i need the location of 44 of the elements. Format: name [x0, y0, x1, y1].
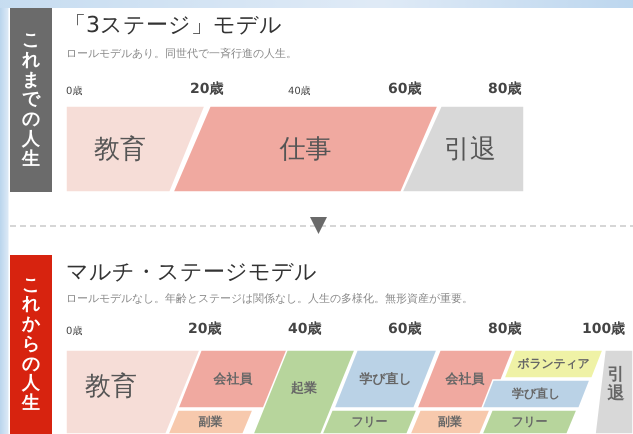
stage-name: 会社員 — [214, 371, 252, 388]
stage-name: 学び直し — [360, 371, 412, 388]
age-tick: 100歳 — [582, 320, 626, 338]
model-description: ロールモデルあり。同世代で一斉行進の人生。 — [66, 46, 297, 61]
model-description: ロールモデルなし。年齢とステージは関係なし。人生の多様化。無形資産が重要。 — [66, 291, 473, 306]
section-title: これまでの人生 — [22, 30, 40, 170]
stage-name: 副業 — [198, 414, 222, 430]
age-tick: 60歳 — [388, 80, 422, 98]
age-tick: 20歳 — [188, 320, 222, 338]
section-label — [10, 8, 52, 192]
stage-name: フリー — [512, 414, 548, 430]
stage-name: ボランティア — [518, 356, 590, 372]
model-title: 「3ステージ」モデル — [64, 12, 282, 40]
age-tick: 80歳 — [488, 80, 522, 98]
stage-segment — [504, 350, 603, 378]
stage-name: 引退 — [444, 134, 496, 166]
section-label — [10, 255, 52, 434]
stage-segment — [66, 350, 200, 434]
stage-segment — [595, 350, 633, 434]
stage-name: 会社員 — [446, 371, 484, 388]
stage-segment — [322, 410, 417, 434]
stage-segment — [334, 350, 437, 408]
age-tick: 60歳 — [388, 320, 422, 338]
model-title: マルチ・ステージモデル — [66, 259, 317, 287]
age-tick: 0歳 — [66, 84, 82, 98]
age-tick: 40歳 — [288, 320, 322, 338]
age-tick: 40歳 — [288, 84, 311, 98]
section-title: これからの人生 — [22, 275, 40, 414]
stage-name: 引退 — [608, 365, 624, 403]
stage-name: 副業 — [438, 414, 462, 430]
stage-name: フリー — [352, 414, 388, 430]
stage-segment — [173, 106, 438, 192]
stage-segment — [482, 410, 577, 434]
stage-segment — [168, 410, 253, 434]
stage-name: 仕事 — [280, 134, 332, 166]
age-tick: 80歳 — [488, 320, 522, 338]
stage-segment — [402, 106, 524, 192]
stage-segment — [178, 350, 288, 408]
stage-segment — [410, 410, 490, 434]
stage-name: 教育 — [85, 370, 137, 404]
stage-name: 起業 — [291, 380, 317, 397]
stage-name: 学び直し — [512, 386, 560, 402]
age-tick: 0歳 — [66, 324, 82, 338]
age-tick: 20歳 — [190, 80, 224, 98]
